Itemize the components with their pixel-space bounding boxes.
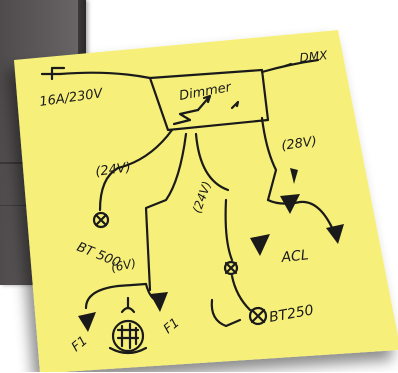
- voltage-label-28v: (28V): [280, 134, 317, 154]
- spotlight-icon: [78, 312, 96, 332]
- dmx-label: DMX: [299, 48, 329, 65]
- dimmer-box: [148, 68, 270, 132]
- spotlight-icon: [326, 224, 344, 244]
- fan-icon: [111, 319, 145, 353]
- voltage-label-6v: (6V): [110, 256, 138, 275]
- spotlight-icon: [150, 292, 168, 312]
- lamp-symbols: [78, 168, 344, 332]
- spotlight-icon: [280, 194, 300, 214]
- lamp-label-bt250: BT250: [268, 302, 315, 326]
- spotlight-icon: [250, 234, 270, 256]
- lamp-label-acl: ACL: [280, 247, 310, 266]
- plug-icon: [40, 66, 152, 81]
- wiring-sketch: [40, 58, 336, 355]
- voltage-label-24v-left: (24V): [94, 160, 131, 180]
- spotlight-icon: [290, 168, 298, 184]
